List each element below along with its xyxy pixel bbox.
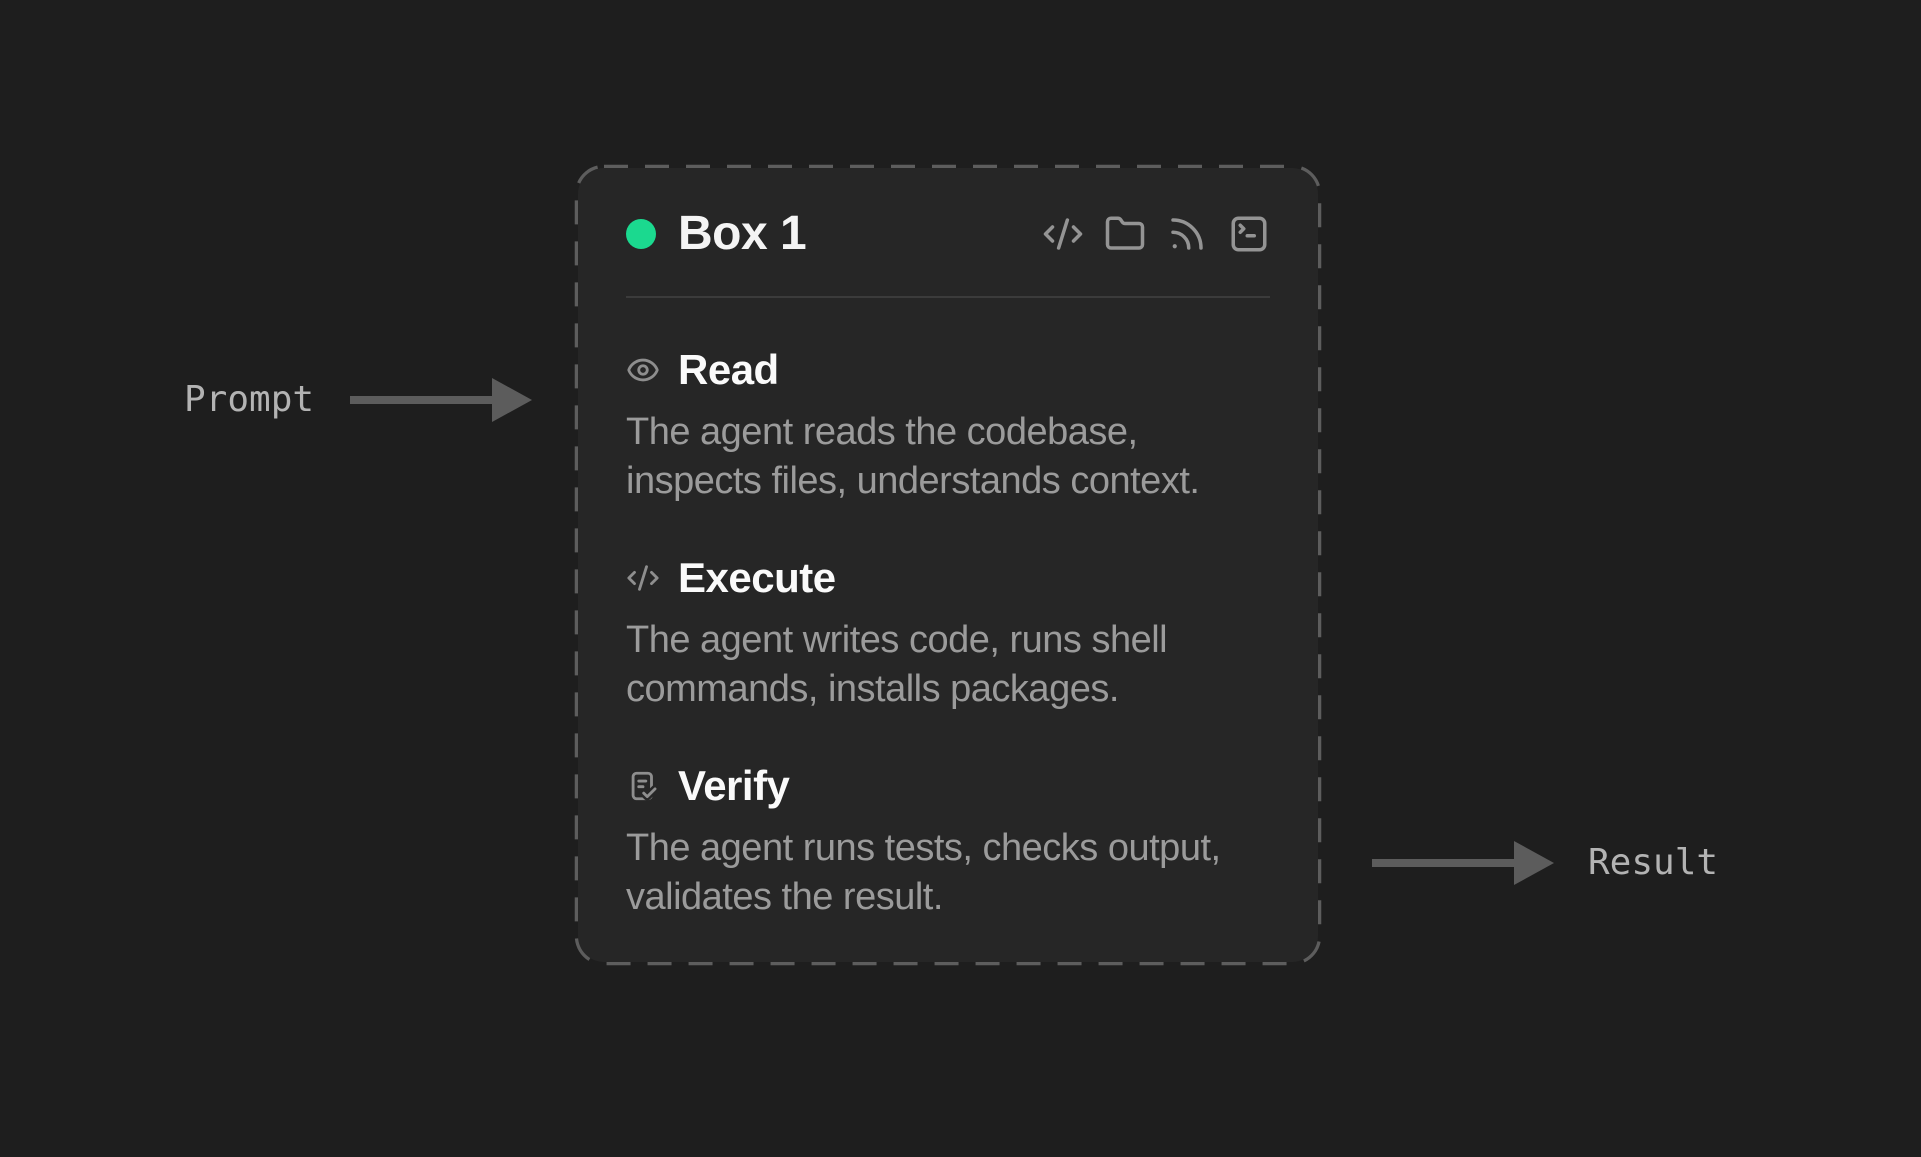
box-card: Box 1: [578, 168, 1318, 962]
status-dot: [626, 219, 656, 249]
header-divider: [626, 296, 1270, 298]
rss-icon: [1171, 218, 1203, 250]
section-read-title: Read: [678, 346, 779, 393]
section-execute-title: Execute: [678, 554, 836, 601]
section-read: Read The agent reads the codebase, inspe…: [626, 348, 1270, 506]
code-icon: [627, 565, 659, 591]
section-verify: Verify The agent runs tests, checks outp…: [626, 764, 1270, 922]
code-icon: [1043, 218, 1083, 250]
terminal-icon: [1231, 216, 1267, 252]
section-verify-body: The agent runs tests, checks output, val…: [626, 827, 1221, 918]
section-verify-title: Verify: [678, 762, 790, 809]
clipboard-check-icon: [631, 771, 659, 801]
folder-icon: [1105, 216, 1145, 250]
capability-icons: [1042, 213, 1270, 255]
section-read-body: The agent reads the codebase, inspects f…: [626, 411, 1200, 502]
box-title: Box 1: [678, 207, 807, 260]
result-label: Result: [1588, 842, 1719, 883]
section-execute-body: The agent writes code, runs shell comman…: [626, 619, 1168, 710]
section-verify-heading: Verify: [626, 764, 1270, 808]
prompt-arrow-icon: [350, 378, 532, 422]
box-header: Box 1: [626, 208, 1270, 260]
result-arrow-icon: [1372, 841, 1554, 885]
section-execute: Execute The agent writes code, runs shel…: [626, 556, 1270, 714]
section-execute-heading: Execute: [626, 556, 1270, 600]
section-read-heading: Read: [626, 348, 1270, 392]
eye-icon: [627, 358, 659, 382]
prompt-label: Prompt: [184, 379, 315, 420]
